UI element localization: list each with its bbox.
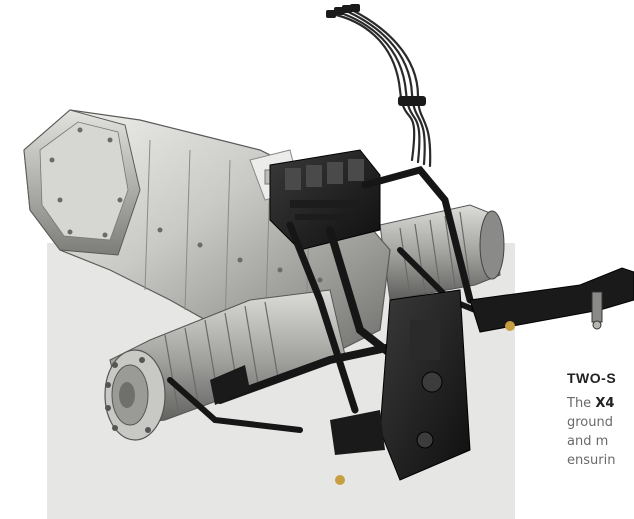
hydraulic-hoses — [330, 7, 432, 168]
feature-body-text: The X4 ground and m ensurin — [567, 394, 634, 470]
hitch-arms-lower — [210, 321, 515, 485]
body-prefix: The — [567, 396, 596, 411]
drawbar — [469, 267, 634, 333]
brand-name: X4 — [595, 396, 615, 411]
body-line-4: ensurin — [567, 453, 616, 468]
body-line-3: and m — [567, 434, 609, 449]
control-valve-block — [269, 149, 381, 251]
hose-couplers — [326, 4, 426, 106]
section-heading: TWO-S — [567, 370, 617, 386]
body-line-2: ground — [567, 415, 613, 430]
left-axle-housing — [104, 289, 346, 441]
hitch-frame-plate — [379, 289, 471, 481]
three-point-hitch — [167, 166, 503, 433]
feature-description: TWO-S The X4 ground and m ensurin — [567, 370, 634, 470]
body-line-1: The X4 — [567, 394, 634, 413]
